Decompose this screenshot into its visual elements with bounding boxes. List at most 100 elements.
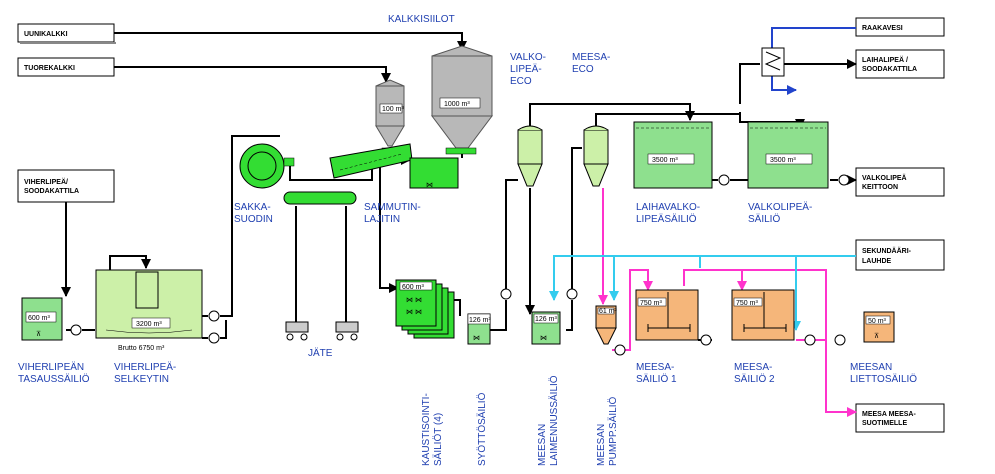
svg-text:LIPEÄ-: LIPEÄ- [510, 63, 542, 75]
svg-text:JÄTE: JÄTE [308, 347, 333, 359]
valkolipea-eco [517, 125, 543, 187]
svg-text:3500 m³: 3500 m³ [652, 157, 678, 164]
svg-text:MEESA-: MEESA- [734, 362, 772, 373]
svg-text:ECO: ECO [572, 64, 594, 75]
meesasailio-2: 750 m³ [731, 289, 795, 341]
raw-water-line [771, 27, 856, 95]
syottosailio: 126 m³ ⋈ [467, 313, 491, 345]
svg-text:⋈: ⋈ [426, 182, 433, 189]
valkolipea-keittoon-box: VALKOLIPEÄ KEITTOON [855, 167, 945, 197]
svg-text:VALKOLIPEÄ: VALKOLIPEÄ [862, 174, 907, 182]
svg-text:3500 m³: 3500 m³ [770, 157, 796, 164]
svg-text:⋈ ⋈: ⋈ ⋈ [406, 309, 422, 316]
kalkkisiilot-label: KALKKISIILOT [388, 14, 455, 25]
svg-text:VIHERLIPEÄ-: VIHERLIPEÄ- [114, 361, 176, 373]
svg-text:SOODAKATTILA: SOODAKATTILA [862, 66, 917, 73]
svg-text:ECO: ECO [510, 76, 532, 87]
svg-text:VIHERLIPEÄ/: VIHERLIPEÄ/ [24, 178, 68, 186]
svg-text:SUOTIMELLE: SUOTIMELLE [862, 420, 907, 427]
viherlipea-selkeytin: 3200 m³ Brutto 6750 m³ [95, 269, 203, 352]
svg-text:750 m³: 750 m³ [640, 300, 662, 307]
heat-exchanger-icon [761, 47, 785, 77]
svg-text:SYÖTTÖSÄILIÖ: SYÖTTÖSÄILIÖ [476, 392, 488, 466]
sammutin-lajitin: ⋈ [329, 143, 459, 189]
svg-text:SÄILIÖ: SÄILIÖ [748, 213, 780, 225]
svg-text:750 m³: 750 m³ [736, 300, 758, 307]
svg-text:61 m³: 61 m³ [599, 308, 618, 315]
meesa-eco [583, 125, 609, 187]
svg-text:SÄILIÖT (4): SÄILIÖT (4) [432, 413, 444, 466]
silo-large: 1000 m³ [431, 45, 493, 149]
svg-text:RAAKAVESI: RAAKAVESI [862, 25, 903, 32]
svg-text:600 m³: 600 m³ [402, 284, 424, 291]
svg-text:MEESA MEESA-: MEESA MEESA- [862, 411, 916, 418]
uunikalkki-box: UUNIKALKKI [17, 23, 116, 44]
svg-text:SUODIN: SUODIN [234, 214, 273, 225]
meesasailio-1: 750 m³ [635, 289, 699, 341]
svg-text:SÄILIÖ 2: SÄILIÖ 2 [734, 373, 775, 385]
svg-text:MEESAN: MEESAN [596, 424, 607, 466]
meesan-liettosailio: 50 m³ ⊼ [863, 311, 895, 343]
svg-text:MEESAN: MEESAN [537, 424, 548, 466]
svg-text:MEESA-: MEESA- [572, 52, 610, 63]
svg-text:3200 m³: 3200 m³ [136, 321, 162, 328]
svg-text:SÄILIÖ 1: SÄILIÖ 1 [636, 373, 677, 385]
magenta-flow-lines [598, 188, 857, 417]
svg-text:LAIHAVALKO-: LAIHAVALKO- [636, 202, 700, 213]
meesan-pumppsailio: 61 m³ [595, 305, 618, 345]
svg-text:PUMPP.SÄILIÖ: PUMPP.SÄILIÖ [607, 396, 619, 466]
svg-text:KAUSTISOINTI-: KAUSTISOINTI- [421, 393, 432, 466]
svg-text:600 m³: 600 m³ [28, 315, 50, 322]
cyan-flow-lines [549, 255, 856, 331]
svg-text:SOODAKATTILA: SOODAKATTILA [24, 188, 79, 195]
svg-text:MEESA-: MEESA- [636, 362, 674, 373]
jate-carts [285, 321, 359, 341]
svg-text:SAMMUTIN-: SAMMUTIN- [364, 202, 421, 213]
svg-text:VALKO-: VALKO- [510, 52, 546, 63]
pumps [70, 174, 850, 356]
svg-text:VIHERLIPEÄN: VIHERLIPEÄN [18, 361, 84, 373]
svg-text:TASAUSSÄILIÖ: TASAUSSÄILIÖ [18, 373, 90, 385]
svg-text:⊼: ⊼ [36, 330, 41, 338]
svg-text:⋈: ⋈ [473, 335, 480, 342]
svg-text:LAIMENNUSSÄILIÖ: LAIMENNUSSÄILIÖ [548, 375, 560, 466]
svg-text:LAUHDE: LAUHDE [862, 258, 891, 265]
equipment-labels: VALKO- LIPEÄ- ECO MEESA- ECO SAKKA- SUOD… [18, 52, 917, 385]
valkolipeasailio: 3500 m³ [747, 121, 829, 189]
svg-text:KEITTOON: KEITTOON [862, 184, 898, 191]
svg-text:LAJITIN: LAJITIN [364, 214, 400, 225]
svg-text:VALKOLIPEÄ-: VALKOLIPEÄ- [748, 201, 812, 213]
svg-text:LIPEÄSÄILIÖ: LIPEÄSÄILIÖ [636, 213, 697, 225]
svg-text:⊼: ⊼ [874, 332, 879, 340]
svg-text:Brutto 6750 m³: Brutto 6750 m³ [118, 345, 165, 352]
svg-text:SEKUNDÄÄRI-: SEKUNDÄÄRI- [862, 247, 912, 255]
raakavesi-box: RAAKAVESI [855, 17, 945, 37]
vertical-labels: KAUSTISOINTI- SÄILIÖT (4) SYÖTTÖSÄILIÖ M… [421, 375, 619, 466]
tuorekalkki-box: TUOREKALKKI [17, 57, 115, 77]
viherlipea-soodakattila-box: VIHERLIPEÄ/ SOODAKATTILA [17, 169, 115, 203]
svg-text:LAIHALIPEÄ /: LAIHALIPEÄ / [862, 56, 908, 64]
svg-text:100 m³: 100 m³ [382, 106, 404, 113]
svg-text:126 m³: 126 m³ [535, 316, 557, 323]
svg-text:LIETTOSÄILIÖ: LIETTOSÄILIÖ [850, 373, 917, 385]
silo-small: 100 m³ [375, 79, 405, 147]
svg-text:⋈: ⋈ [540, 335, 547, 342]
viherlipean-tasaussailio: 600 m³ ⊼ [21, 297, 63, 341]
meesan-laimennussailio: 126 m³ ⋈ [531, 311, 561, 345]
svg-text:1000 m³: 1000 m³ [444, 101, 470, 108]
kaustisointisailiot: 600 m³ ⋈ ⋈ ⋈ ⋈ [395, 279, 455, 339]
svg-text:MEESAN: MEESAN [850, 362, 892, 373]
meesa-suotimelle-box: MEESA MEESA- SUOTIMELLE [855, 403, 945, 433]
sakkasuodin [239, 143, 357, 205]
svg-text:SELKEYTIN: SELKEYTIN [114, 374, 169, 385]
laihalipea-soodakattila-box: LAIHALIPEÄ / SOODAKATTILA [855, 49, 945, 79]
svg-text:50 m³: 50 m³ [868, 318, 887, 325]
laihavalkolipeasailio: 3500 m³ [633, 121, 713, 189]
svg-text:⋈ ⋈: ⋈ ⋈ [406, 297, 422, 304]
sekundaari-lauhde-box: SEKUNDÄÄRI- LAUHDE [855, 239, 945, 271]
svg-text:TUOREKALKKI: TUOREKALKKI [24, 65, 75, 72]
svg-text:126 m³: 126 m³ [469, 317, 491, 324]
svg-text:SAKKA-: SAKKA- [234, 202, 271, 213]
